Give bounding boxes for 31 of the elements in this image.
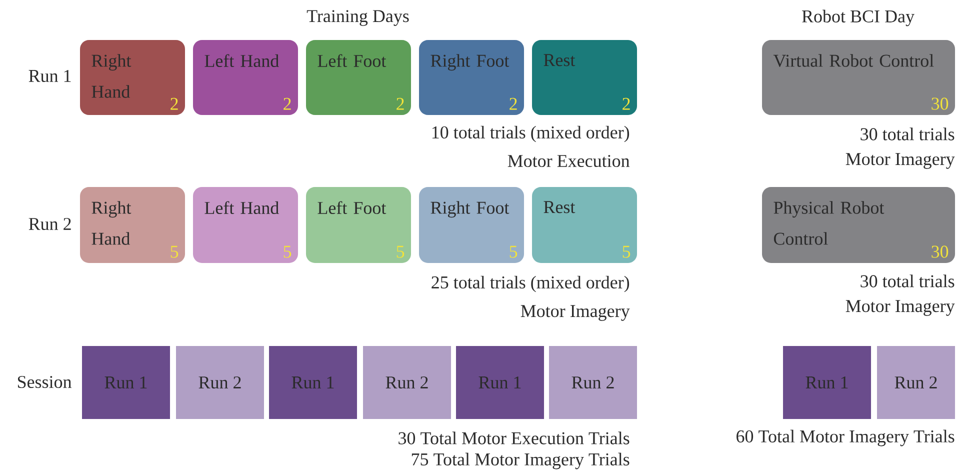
run-block: Run 1 xyxy=(269,346,357,419)
trial-note: 75 Total Motor Imagery Trials xyxy=(412,452,630,470)
trial-box: Rest 2 xyxy=(532,40,637,115)
trial-note: 60 Total Motor Imagery Trials xyxy=(736,430,954,446)
run-block: Run 1 xyxy=(82,346,170,419)
trial-box: Right Foot 5 xyxy=(419,187,524,263)
trial-box: Right Hand 2 xyxy=(80,40,185,115)
run-block: Run 2 xyxy=(176,346,264,419)
trial-note: 25 total trials (mixed order) xyxy=(432,276,630,292)
run-block: Run 2 xyxy=(877,346,956,419)
trial-box: Left Hand 2 xyxy=(193,40,298,115)
trial-box: Left Foot 5 xyxy=(306,187,411,263)
robot-task-box: Virtual Robot Control 30 xyxy=(762,40,956,115)
trial-note: Motor Execution xyxy=(508,154,630,168)
trial-box: Right Hand 5 xyxy=(80,187,185,263)
run-block: Run 1 xyxy=(456,346,544,419)
heading: Training Days xyxy=(306,10,409,26)
trial-note: 10 total trials (mixed order) xyxy=(432,126,630,142)
trial-box: Right Foot 2 xyxy=(419,40,524,115)
run-block: Run 2 xyxy=(549,346,637,419)
trial-box: Rest 5 xyxy=(532,187,637,263)
trial-note: Motor Imagery xyxy=(520,305,630,321)
trial-box: Left Hand 5 xyxy=(193,187,298,263)
trial-note: Motor Imagery xyxy=(846,153,955,169)
trial-note: Motor Imagery xyxy=(846,300,955,316)
trial-box: Left Foot 2 xyxy=(306,40,411,115)
run-block: Run 1 xyxy=(783,346,872,419)
trial-note: 30 Total Motor Execution Trials xyxy=(398,432,630,444)
robot-task-box: Physical Robot Control 30 xyxy=(762,187,956,263)
run-block: Run 2 xyxy=(363,346,451,419)
trial-note: 30 total trials xyxy=(860,128,954,140)
